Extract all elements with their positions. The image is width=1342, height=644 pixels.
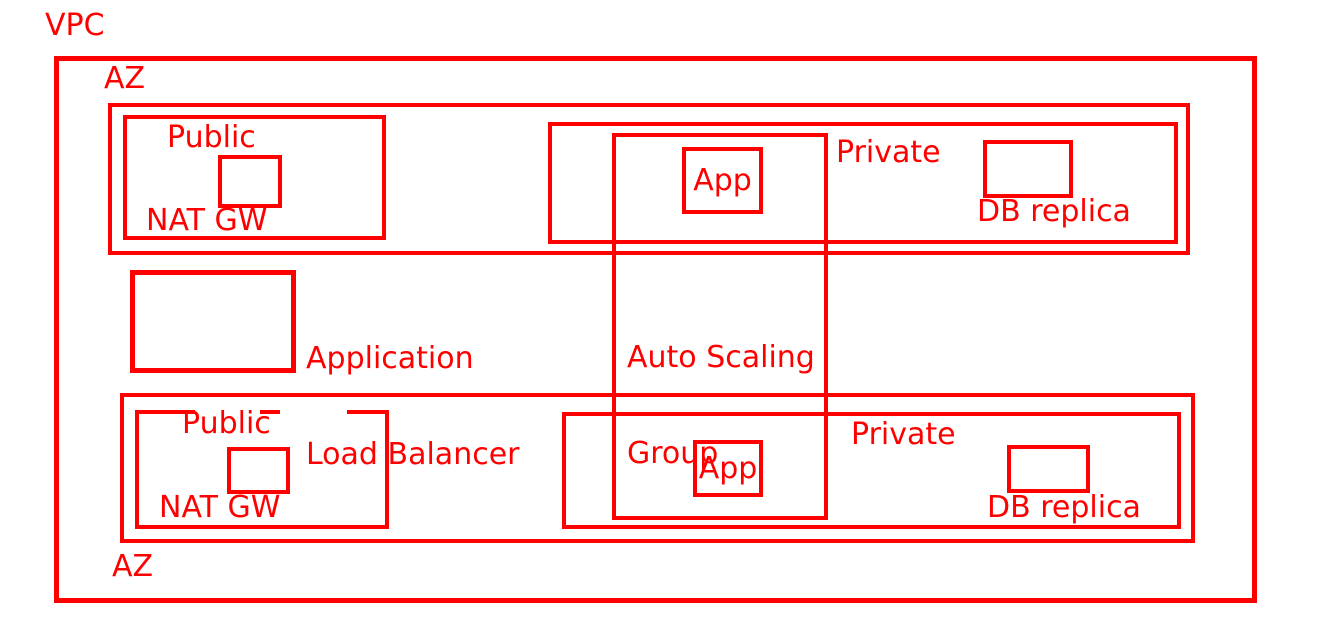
auto-scaling-group-label: Auto Scaling Group <box>627 278 815 534</box>
alb-label-line2: Load Balancer <box>306 437 520 472</box>
public-subnet-top-box <box>123 115 386 240</box>
az-bottom-box <box>120 393 1195 543</box>
nat-gateway-top-label: NAT GW <box>146 203 268 238</box>
vpc-label: VPC <box>45 8 105 43</box>
db-replica-top-label: DB replica <box>977 194 1131 229</box>
nat-gateway-bottom-box <box>227 447 290 494</box>
application-load-balancer-label: Application Load Balancer <box>306 279 520 535</box>
public-subnet-bottom-border-segment <box>260 410 280 414</box>
public-subnet-bottom-box <box>135 410 389 529</box>
asg-label-line1: Auto Scaling <box>627 340 815 375</box>
nat-gateway-bottom-label: NAT GW <box>159 490 281 525</box>
db-replica-bottom-box <box>1007 445 1090 493</box>
app-instance-top-box: App <box>682 147 763 214</box>
public-subnet-bottom-border-segment <box>135 410 195 414</box>
db-replica-top-box <box>983 140 1073 198</box>
nat-gateway-top-box <box>218 155 282 208</box>
app-instance-bottom-label: App <box>698 450 758 486</box>
app-instance-top-label: App <box>693 162 752 198</box>
public-subnet-bottom-border-segment <box>347 410 389 414</box>
az-top-box <box>108 103 1190 255</box>
private-subnet-bottom-box <box>562 412 1181 529</box>
public-subnet-top-label: Public <box>167 120 256 155</box>
application-load-balancer-box <box>130 270 296 373</box>
private-subnet-bottom-label: Private <box>851 417 956 452</box>
az-bottom-label: AZ <box>112 549 154 584</box>
db-replica-bottom-label: DB replica <box>987 490 1141 525</box>
app-instance-bottom-box: App <box>693 440 763 497</box>
private-subnet-top-box <box>548 122 1178 244</box>
alb-label-line1: Application <box>306 341 474 376</box>
az-top-label: AZ <box>104 61 146 96</box>
auto-scaling-group-box <box>612 133 828 520</box>
private-subnet-top-label: Private <box>836 135 941 170</box>
public-subnet-bottom-label: Public <box>182 406 271 441</box>
vpc-box <box>54 56 1257 603</box>
